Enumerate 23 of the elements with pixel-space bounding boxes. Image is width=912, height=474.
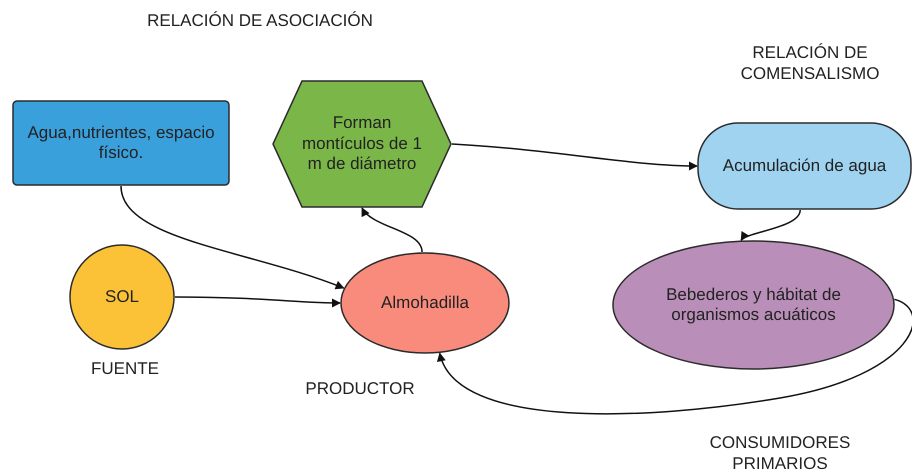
arrow — [452, 143, 698, 170]
hexagon-node — [272, 80, 452, 208]
arrow — [175, 296, 341, 308]
rounded-box — [697, 122, 912, 210]
node-label: Bebederos y hábitat de organismos acuáticos — [665, 284, 842, 326]
node-label: Almohadilla — [380, 292, 470, 314]
relation-heading: RELACIÓN DE COMENSALISMO — [740, 42, 880, 84]
role-label: FUENTE — [90, 358, 160, 380]
ellipse-node — [340, 252, 510, 354]
role-label: PRODUCTOR — [304, 378, 416, 400]
arrow — [740, 210, 801, 241]
arrow — [438, 298, 912, 415]
node-label: Forman montículos de 1 m de diámetro — [300, 113, 423, 175]
arrow — [361, 207, 423, 252]
circle-node — [69, 244, 175, 350]
role-label: CONSUMIDORES PRIMARIOS — [708, 432, 852, 474]
node-label: Agua,nutrientes, espacio físico. — [26, 122, 216, 164]
arrow — [120, 186, 345, 290]
ellipse-node — [612, 240, 895, 370]
process-box — [12, 100, 230, 186]
relation-heading: RELACIÓN DE ASOCIACIÓN — [146, 10, 374, 32]
node-label: SOL — [104, 286, 140, 308]
node-label: Acumulación de agua — [722, 156, 888, 176]
